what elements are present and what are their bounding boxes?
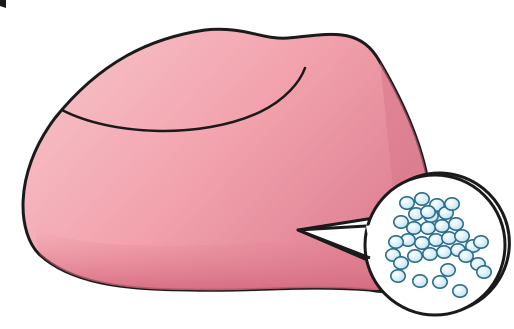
filling-bead	[413, 275, 427, 287]
filling-bead	[435, 220, 449, 232]
filling-bead	[442, 232, 456, 244]
filling-bead	[408, 250, 422, 262]
filling-bead	[437, 246, 451, 258]
filling-bead	[459, 250, 473, 262]
filling-bead	[400, 197, 414, 209]
filling-bead	[423, 248, 437, 260]
filling-bead	[421, 222, 435, 234]
filling-bead	[445, 198, 459, 210]
corner-mark	[0, 0, 6, 8]
filling-bead	[415, 237, 429, 249]
filling-bead	[474, 236, 488, 248]
filling-bead	[441, 264, 455, 276]
filling-bead	[433, 276, 447, 288]
filling-bead	[477, 266, 491, 278]
filling-bead	[421, 206, 435, 218]
filling-bead	[394, 257, 408, 269]
filling-bead	[391, 270, 405, 282]
filling-bead	[415, 193, 429, 205]
filling-bead	[389, 236, 403, 248]
filling-bead	[394, 216, 408, 228]
filling-bead	[453, 285, 467, 297]
filling-bead	[429, 234, 443, 246]
filling-bead	[449, 218, 463, 230]
filling-bead	[455, 230, 469, 242]
filling-bead	[407, 222, 421, 234]
